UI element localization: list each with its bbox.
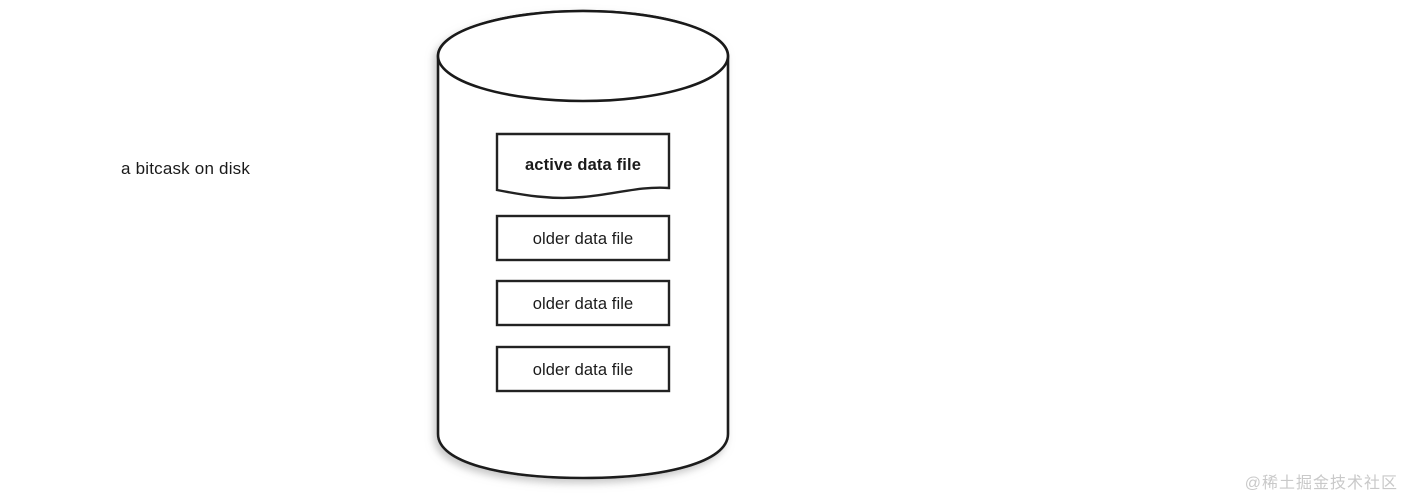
file-card-older-3[interactable]: older data file xyxy=(495,345,671,393)
file-card-label: older data file xyxy=(533,361,634,379)
active-file-card-shape xyxy=(495,132,671,200)
watermark-text: @稀土掘金技术社区 xyxy=(1244,475,1398,492)
file-card-label: older data file xyxy=(533,230,634,248)
file-card-shape xyxy=(495,345,671,393)
file-card-label: older data file xyxy=(533,295,634,313)
file-card-older-2[interactable]: older data file xyxy=(495,279,671,327)
cylinder-top-ellipse xyxy=(436,9,730,103)
file-card-active[interactable]: active data file xyxy=(495,132,671,200)
file-card-shape xyxy=(495,279,671,327)
file-card-label: active data file xyxy=(525,156,641,174)
diagram-annotation-label: a bitcask on disk xyxy=(121,159,251,178)
file-card-shape xyxy=(495,214,671,262)
file-card-older-1[interactable]: older data file xyxy=(495,214,671,262)
